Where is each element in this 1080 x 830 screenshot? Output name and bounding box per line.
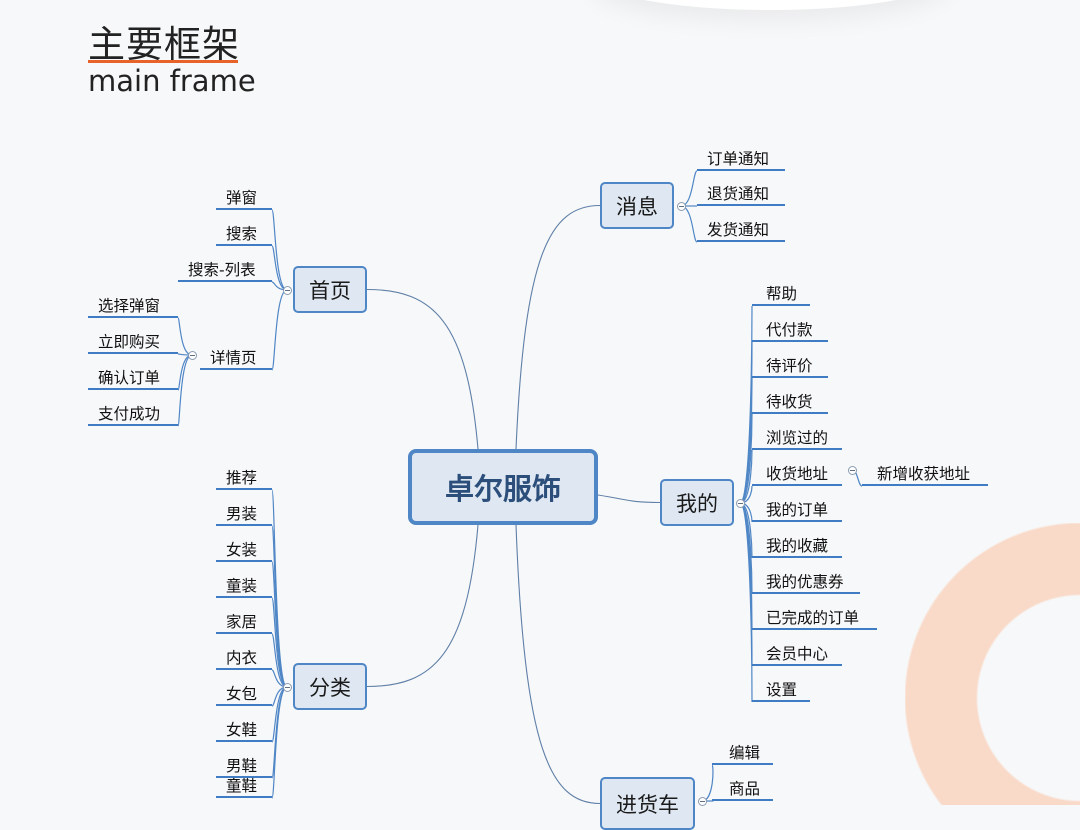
leaf-node[interactable]: 我的收藏	[752, 538, 842, 558]
collapse-toggle-icon[interactable]	[697, 796, 707, 806]
collapse-toggle-icon[interactable]	[676, 201, 686, 211]
branch-link	[177, 354, 193, 427]
leaf-node[interactable]: 代付款	[752, 322, 828, 342]
leaf-node[interactable]: 已完成的订单	[752, 610, 877, 630]
root-link	[366, 524, 479, 688]
leaf-node[interactable]: 女装	[216, 542, 272, 562]
leaf-node[interactable]: 商品	[712, 781, 773, 801]
branch-link	[177, 354, 193, 391]
page-title: 主要框架	[88, 23, 240, 66]
leaf-node[interactable]: 女包	[216, 686, 272, 706]
leaf-node[interactable]: 家居	[216, 614, 272, 634]
collapse-toggle-icon[interactable]	[735, 498, 745, 508]
root-node[interactable]: 卓尔服饰	[408, 449, 598, 525]
root-link	[597, 494, 661, 504]
leaf-node[interactable]: 退货通知	[697, 186, 785, 206]
leaf-node[interactable]: 发货通知	[697, 222, 785, 242]
leaf-node[interactable]: 搜索	[216, 226, 272, 246]
leaf-node[interactable]: 女鞋	[216, 722, 272, 742]
node-label: 我的	[676, 491, 718, 516]
branch-link	[739, 377, 753, 504]
leaf-node[interactable]: 新增收获地址	[862, 466, 988, 486]
leaf-node[interactable]: 待评价	[752, 358, 828, 378]
leaf-node[interactable]: 男装	[216, 506, 272, 526]
leaf-node[interactable]: 童鞋	[216, 778, 272, 798]
leaf-node[interactable]: 待收货	[752, 394, 828, 414]
branch-link	[739, 502, 753, 703]
leaf-node[interactable]: 确认订单	[88, 370, 178, 390]
collapse-toggle-icon[interactable]	[847, 465, 857, 475]
leaf-node[interactable]: 设置	[752, 682, 810, 702]
leaf-node[interactable]: 童装	[216, 578, 272, 598]
leaf-node[interactable]: 弹窗	[216, 190, 272, 210]
decorative-glow	[590, 0, 950, 10]
decorative-ring	[905, 523, 1080, 805]
leaf-node[interactable]: 编辑	[712, 745, 773, 765]
branch-node-1[interactable]: 消息	[600, 182, 674, 229]
branch-link	[739, 341, 753, 504]
node-label: 消息	[616, 194, 658, 219]
root-link	[515, 524, 601, 805]
branch-link	[271, 561, 288, 688]
title-underline	[88, 60, 238, 63]
root-link	[366, 288, 479, 450]
leaf-node[interactable]: 男鞋	[216, 758, 272, 778]
root-link	[515, 204, 601, 450]
branch-link	[271, 209, 288, 291]
page-subtitle: main frame	[88, 64, 256, 98]
leaf-node[interactable]: 选择弹窗	[88, 298, 178, 318]
mindmap-links	[177, 170, 863, 805]
leaf-node[interactable]: 搜索-列表	[178, 262, 272, 282]
branch-link	[271, 686, 288, 799]
branch-link	[680, 205, 698, 243]
collapse-toggle-icon[interactable]	[282, 285, 292, 295]
leaf-node[interactable]: 推荐	[216, 470, 272, 490]
branch-node-4[interactable]: 进货车	[600, 777, 695, 830]
node-label: 卓尔服饰	[444, 472, 561, 506]
branch-link	[271, 289, 288, 371]
leaf-node[interactable]: 立即购买	[88, 334, 178, 354]
collapse-toggle-icon[interactable]	[187, 350, 197, 360]
leaf-node[interactable]: 详情页	[200, 350, 272, 370]
branch-node-2[interactable]: 我的	[660, 479, 734, 526]
leaf-node[interactable]: 内衣	[216, 650, 272, 670]
leaf-node[interactable]: 帮助	[752, 286, 810, 306]
leaf-node[interactable]: 我的优惠券	[752, 574, 860, 594]
branch-link	[271, 686, 288, 743]
branch-link	[177, 317, 193, 356]
leaf-node[interactable]: 会员中心	[752, 646, 842, 666]
leaf-node[interactable]: 我的订单	[752, 502, 842, 522]
leaf-node[interactable]: 订单通知	[697, 151, 785, 171]
branch-node-0[interactable]: 首页	[293, 266, 367, 313]
branch-link	[739, 305, 753, 504]
collapse-toggle-icon[interactable]	[282, 682, 292, 692]
branch-node-3[interactable]: 分类	[293, 663, 367, 710]
leaf-node[interactable]: 浏览过的	[752, 430, 842, 450]
leaf-node[interactable]: 收货地址	[752, 466, 842, 486]
node-label: 首页	[309, 278, 351, 303]
leaf-node[interactable]: 支付成功	[88, 406, 178, 426]
node-label: 进货车	[616, 792, 679, 817]
branch-link	[680, 170, 698, 207]
branch-link	[271, 525, 288, 688]
node-label: 分类	[309, 675, 351, 700]
